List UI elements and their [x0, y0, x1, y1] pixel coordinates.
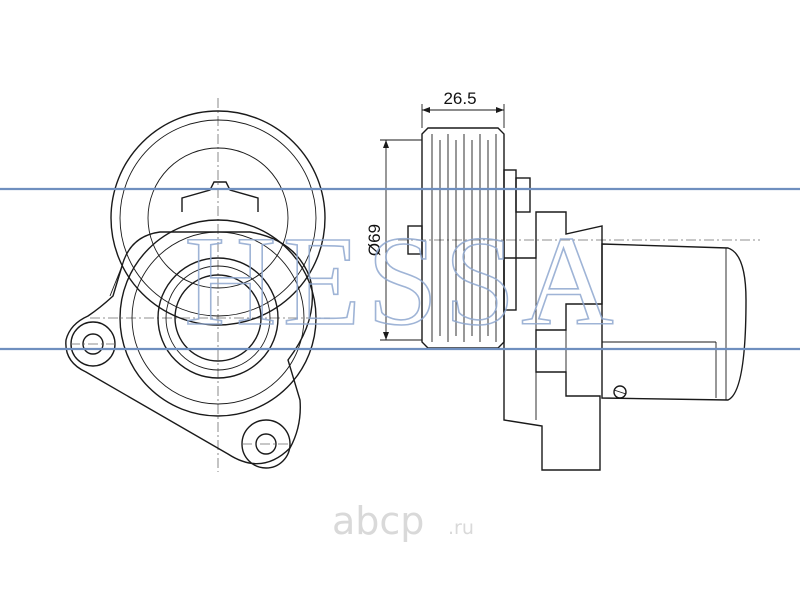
hub-key	[181, 181, 259, 212]
watermark-brand-text: HESSA	[184, 210, 619, 352]
pulley-ribs	[431, 134, 497, 342]
dimension-width-label: 26.5	[443, 89, 476, 108]
rear-pulley-inner-ring	[147, 147, 289, 289]
front-pulley-bore	[174, 274, 262, 362]
site-logo: abcp .ru	[332, 499, 474, 543]
width-arrow-left	[422, 107, 430, 113]
arm-rib	[109, 265, 123, 297]
site-logo-suffix: .ru	[448, 517, 474, 539]
front-pulley-ring-4	[165, 265, 271, 371]
diameter-arrow-bottom	[383, 332, 389, 340]
front-pulley-ring-2	[131, 231, 305, 405]
side-view	[398, 127, 760, 471]
pulley-bolt-head	[407, 225, 423, 255]
width-arrow-right	[496, 107, 504, 113]
spring-cylinder	[601, 243, 747, 401]
front-pulley-outer-ring	[119, 219, 317, 417]
rear-pulley-outer-ring	[110, 110, 326, 326]
brand-watermark: HESSA	[0, 187, 800, 353]
front-view	[65, 98, 330, 472]
front-pulley-ring-3	[157, 257, 279, 379]
dimensions: 26.5 Ø69	[365, 89, 505, 341]
rear-pulley-ring	[119, 119, 317, 317]
hub-washer	[515, 177, 531, 213]
diameter-arrow-top	[383, 140, 389, 148]
pulley-hub	[503, 169, 517, 311]
dimension-diameter-label: Ø69	[365, 224, 384, 256]
pin-slot	[613, 389, 627, 395]
tensioner-arm-body	[65, 231, 314, 465]
site-logo-text: abcp	[332, 499, 424, 543]
locating-pin-icon	[613, 385, 627, 399]
